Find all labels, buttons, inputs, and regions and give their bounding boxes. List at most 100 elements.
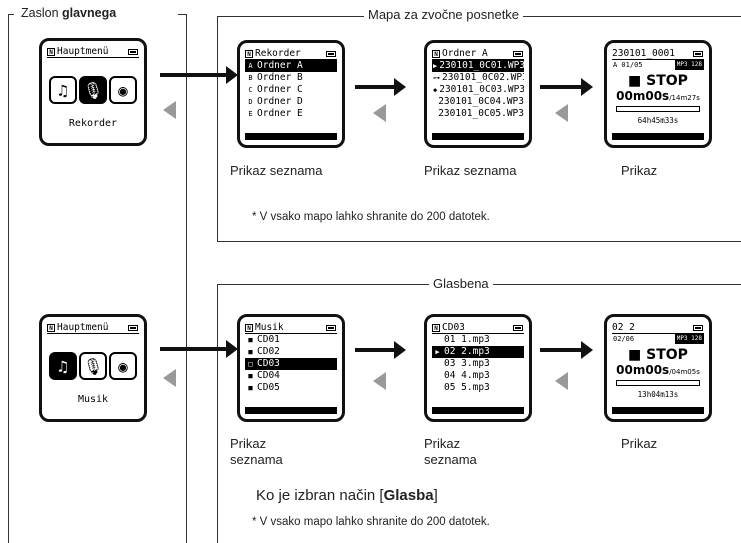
item-label: Ordner E — [257, 108, 303, 119]
home-frame-left — [8, 14, 9, 543]
list-item[interactable]: 230101_0C04.WP3 — [432, 96, 524, 108]
caption-list-1: Prikaz seznama — [230, 163, 323, 178]
list-header: Musik — [255, 322, 284, 333]
list-item[interactable]: 05 5.mp3 — [432, 382, 524, 394]
caption-list-3: Prikaz seznama — [230, 436, 283, 467]
arrow-forward — [540, 78, 593, 96]
list-item[interactable]: 03 3.mp3 — [432, 358, 524, 370]
arrow-back — [163, 369, 176, 387]
item-marker-icon: ■ — [248, 336, 253, 344]
battery-icon — [513, 324, 523, 331]
group1-frame-bottom — [217, 241, 741, 242]
item-label: 230101_0C05.WP3 — [438, 108, 524, 119]
home-frame-right — [186, 14, 187, 543]
time-total: /14m27s — [669, 94, 700, 102]
list-item[interactable]: ⊶230101_0C02.WP3 — [432, 72, 524, 84]
list-item[interactable]: ■ CD05 — [245, 382, 337, 394]
time-elapsed: 00m00s — [616, 89, 670, 103]
item-label: CD01 — [257, 334, 280, 345]
item-label: 230101_0C04.WP3 — [438, 96, 524, 107]
n-icon: N — [432, 323, 440, 332]
arrow-forward — [160, 340, 238, 358]
status-stop: ■ STOP — [628, 347, 688, 363]
list-item[interactable]: E Ordner E — [245, 108, 337, 120]
music-mode-heading: Ko je izbran način [Glasba] — [256, 487, 438, 504]
home-frame-top-tick — [8, 14, 14, 15]
list-item[interactable]: C Ordner C — [245, 84, 337, 96]
music-note-icon[interactable]: ♫ — [49, 352, 77, 380]
item-label: Ordner C — [257, 84, 303, 95]
list-item[interactable]: 04 4.mp3 — [432, 370, 524, 382]
time-total: /04m05s — [669, 368, 700, 376]
item-marker-icon: E — [248, 110, 253, 118]
battery-icon — [128, 48, 138, 55]
group2-frame-left — [217, 284, 218, 543]
list-item[interactable]: ▶ 02 2.mp3 — [432, 346, 524, 358]
item-marker-icon: ▶ — [435, 348, 440, 356]
item-label: CD04 — [257, 370, 280, 381]
group1-title: Mapa za zvočne posnetke — [364, 7, 524, 22]
battery-icon — [326, 324, 336, 331]
list-header: Ordner A — [442, 48, 488, 59]
podcast-icon[interactable]: ◉ — [109, 352, 137, 380]
device-recorder-playback: 230101_0001 A 01/05 MP3 128 ■ STOP 00m00s… — [604, 40, 712, 148]
remaining-time: 13h04m13s — [637, 390, 679, 399]
item-label: Ordner B — [257, 72, 303, 83]
file-name: 02 2 — [612, 322, 635, 333]
list-item[interactable]: ■CD02 — [245, 346, 337, 358]
list-item[interactable]: □ CD03 — [245, 358, 337, 370]
battery-icon — [693, 324, 703, 331]
arrow-forward — [355, 78, 406, 96]
item-label: CD02 — [257, 346, 280, 357]
item-marker-icon: B — [248, 74, 253, 82]
list-item[interactable]: B Ordner B — [245, 72, 337, 84]
group1-frame-left — [217, 16, 218, 241]
n-icon: N — [47, 47, 55, 56]
item-label: CD03 — [257, 358, 280, 369]
caption-list-2: Prikaz seznama — [424, 163, 517, 178]
file-name: 230101_0001 — [612, 48, 675, 59]
item-label: 04 4.mp3 — [444, 370, 490, 381]
screen-footer — [245, 407, 337, 414]
file-index: A 01/05 — [613, 61, 643, 69]
arrow-forward — [355, 341, 406, 359]
arrow-back — [163, 101, 176, 119]
item-label: 05 5.mp3 — [444, 382, 490, 393]
screen-footer — [432, 407, 524, 414]
item-label: 02 2.mp3 — [444, 346, 490, 357]
list-item[interactable]: ◆230101_0C03.WP3 — [432, 84, 524, 96]
menu-header: Hauptmenü — [57, 322, 109, 333]
item-label: CD05 — [257, 382, 280, 393]
n-icon: N — [432, 49, 440, 58]
item-label: Ordner D — [257, 96, 303, 107]
group1-note: * V vsako mapo lahko shranite do 200 dat… — [252, 211, 490, 223]
microphone-icon[interactable]: 🎙 — [79, 352, 107, 380]
list-item[interactable]: ■CD04 — [245, 370, 337, 382]
screen-footer — [612, 407, 704, 414]
item-marker-icon: ■ — [248, 384, 253, 392]
item-marker-icon: ◆ — [433, 86, 438, 94]
podcast-icon[interactable]: ◉ — [109, 76, 137, 104]
arrow-back — [373, 372, 386, 390]
item-label: 03 3.mp3 — [444, 358, 490, 369]
microphone-icon[interactable]: 🎙 — [79, 76, 107, 104]
menu-selected-label: Musik — [77, 394, 109, 405]
music-note-icon[interactable]: ♫ — [49, 76, 77, 104]
list-item[interactable]: ▶230101_0C01.WP3 — [432, 60, 524, 72]
arrow-forward — [540, 341, 593, 359]
remaining-time: 64h45m33s — [637, 116, 679, 125]
format-badge: MP3 128 — [674, 334, 704, 344]
list-item[interactable]: 01 1.mp3 — [432, 334, 524, 346]
list-item[interactable]: 230101_0C05.WP3 — [432, 108, 524, 120]
status-stop: ■ STOP — [628, 73, 688, 89]
format-badge: MP3 128 — [674, 60, 704, 70]
item-marker-icon: C — [248, 86, 253, 94]
item-marker-icon: □ — [248, 360, 253, 368]
list-item[interactable]: ■ CD01 — [245, 334, 337, 346]
